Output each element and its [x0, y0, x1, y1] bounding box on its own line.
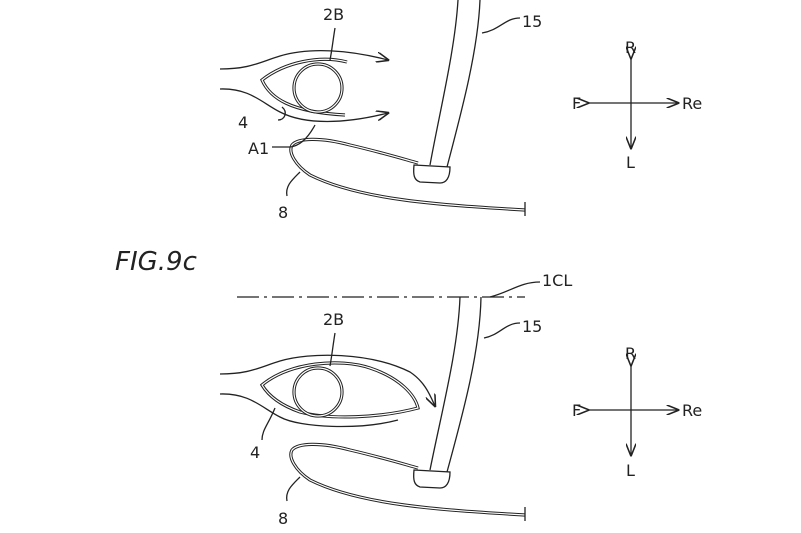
label-1CL: 1CL: [542, 271, 572, 290]
pillar-15: [413, 296, 482, 489]
compass-l: L: [626, 153, 635, 172]
label-2B: 2B: [323, 5, 344, 24]
panel-8: [289, 442, 526, 521]
label-15: 15: [522, 317, 542, 336]
airflow-sheath: [219, 50, 388, 123]
label-A1: A1: [248, 139, 269, 158]
leader-lines: [261, 322, 521, 502]
compass-f: F: [572, 94, 581, 113]
panel-8: [289, 137, 526, 216]
pillar-15: [413, 0, 481, 184]
bottom-figure: 1CL 2B 15 4 8 R L F Re: [219, 271, 702, 528]
leader-lines: [272, 17, 521, 197]
direction-compass: R L F Re: [572, 344, 702, 480]
label-4: 4: [238, 113, 248, 132]
inner-wrap-4: [259, 361, 420, 419]
label-8: 8: [278, 509, 288, 528]
compass-r: R: [625, 38, 636, 57]
airflow-sheath: [219, 354, 435, 428]
figure-title: FIG.9c: [115, 247, 197, 277]
compass-r: R: [625, 344, 636, 363]
compass-f: F: [572, 401, 581, 420]
compass-l: L: [626, 461, 635, 480]
top-figure: 2B 15 4 A1 8 R L F Re: [219, 0, 702, 222]
label-2B: 2B: [323, 310, 344, 329]
compass-re: Re: [682, 401, 702, 420]
label-15: 15: [522, 12, 542, 31]
label-4: 4: [250, 443, 260, 462]
label-8: 8: [278, 203, 288, 222]
compass-re: Re: [682, 94, 702, 113]
direction-compass: R L F Re: [572, 38, 702, 172]
